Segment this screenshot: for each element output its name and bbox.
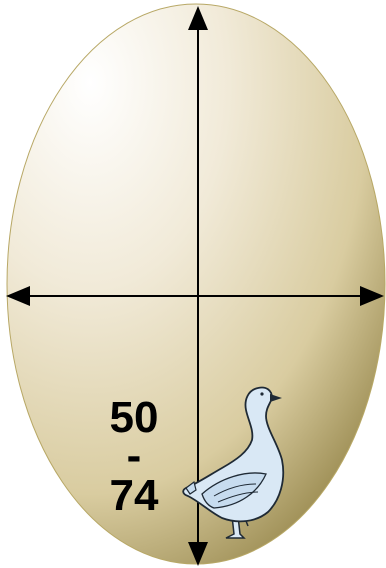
size-max-label: 74: [110, 471, 159, 520]
egg-shape: [7, 4, 385, 564]
